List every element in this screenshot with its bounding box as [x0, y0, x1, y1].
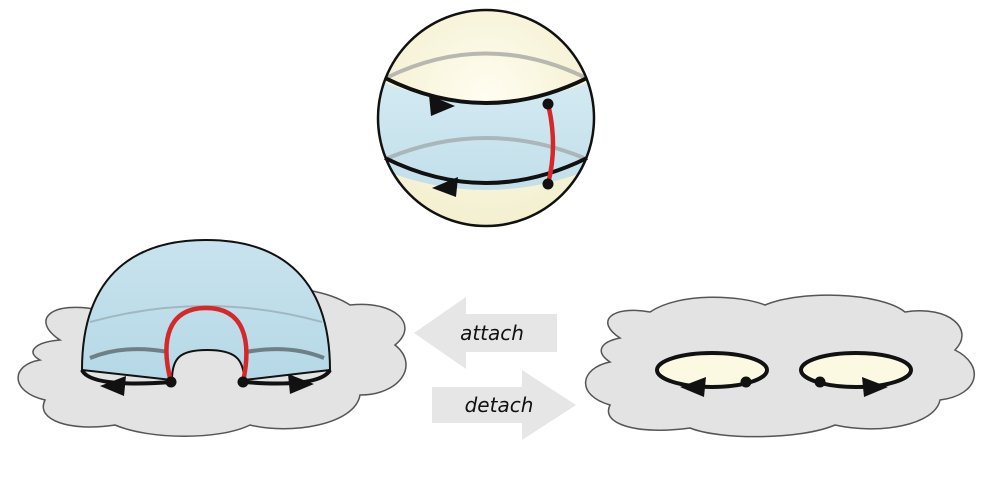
detach-arrow-shape [432, 370, 576, 440]
sphere-lower-boundary [384, 156, 588, 185]
attach-arrow: attach [414, 297, 557, 369]
sphere-red-arc [545, 103, 556, 185]
right-hole [799, 351, 913, 389]
right-hole-point [814, 376, 826, 388]
dome-right-inner-rim [245, 347, 325, 360]
sphere-lower-back-rim [387, 136, 585, 160]
left-boundary-arrow-icon [100, 376, 126, 396]
sphere-with-band [376, 8, 596, 228]
left-hole-arrow-icon [680, 377, 706, 397]
left-hole [655, 351, 769, 389]
dome-right-point [237, 376, 249, 388]
surface-with-dome [17, 238, 407, 437]
left-surface-left-boundary [80, 368, 173, 386]
attach-label: attach [460, 321, 524, 345]
dome-left-point [165, 376, 177, 388]
right-cloud-surface [584, 294, 975, 438]
right-hole-arrow-icon [862, 377, 888, 397]
upper-orientation-arrow-icon [429, 95, 455, 116]
right-boundary-arrow-icon [288, 374, 314, 394]
dome-left-inner-rim [89, 347, 169, 360]
attach-arrow-shape [414, 297, 557, 369]
surface-with-two-holes [584, 294, 975, 438]
detach-arrow: detach [432, 370, 576, 440]
left-hole-point [740, 376, 752, 388]
sphere-outline [376, 8, 596, 228]
lower-orientation-arrow-icon [432, 177, 458, 197]
sphere-lower-point [542, 178, 554, 190]
sphere-upper-point [542, 98, 554, 110]
sphere-upper-boundary [384, 76, 588, 105]
detach-label: detach [465, 393, 534, 417]
sphere-upper-back-rim [387, 51, 585, 79]
dome-red-arc [164, 305, 249, 383]
